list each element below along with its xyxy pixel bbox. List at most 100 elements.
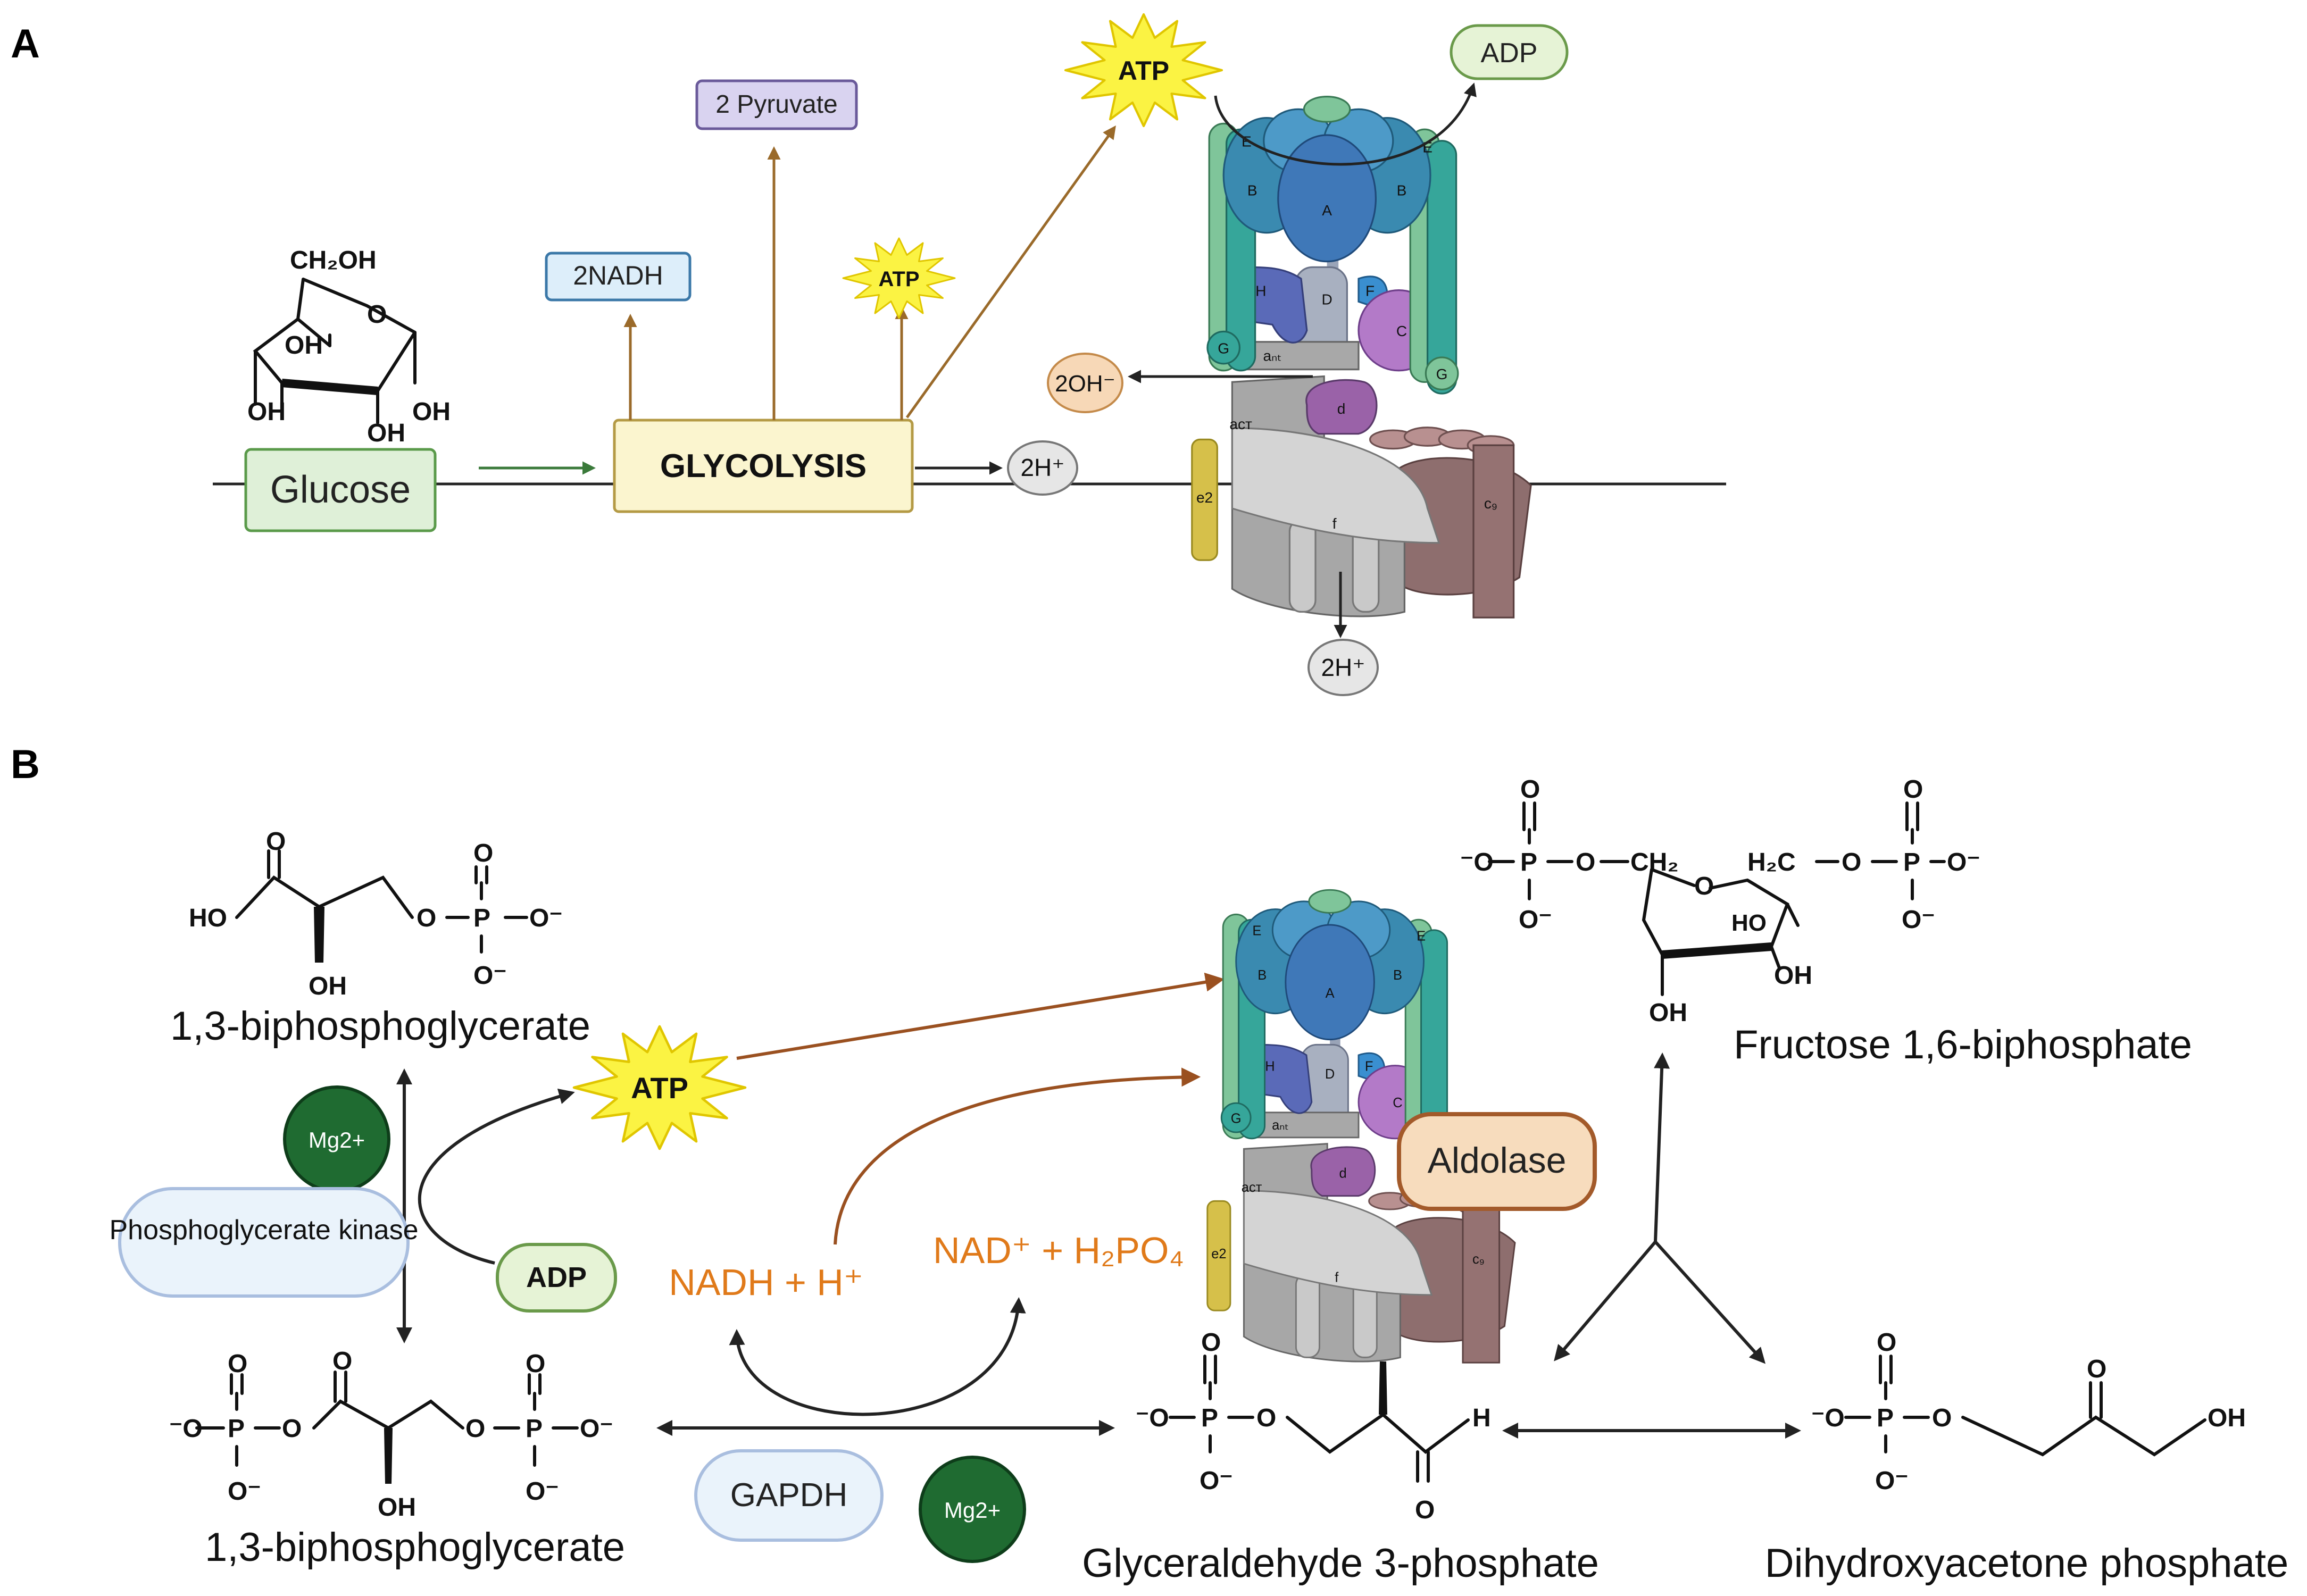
oh-ion-circle <box>1047 353 1123 413</box>
subunit-b-f-lower-label: f <box>1335 1270 1339 1285</box>
glucose-label: Glucose <box>270 469 411 511</box>
atp-to-atpase-arrow <box>736 972 1225 1060</box>
g3p-p: P <box>1201 1404 1218 1432</box>
f16bp-o-right-bottom: O⁻ <box>1902 906 1935 934</box>
subunit-h-label: H <box>1255 282 1266 299</box>
proton-left-circle <box>1007 440 1078 496</box>
glucose-oh-2: OH <box>247 398 286 426</box>
glucose-oh-4: OH <box>367 419 405 447</box>
dhap-o-minus-left: ⁻O <box>1811 1404 1845 1432</box>
nadh-to-atpase-arrow <box>834 1067 1201 1245</box>
glucose-box <box>244 448 437 532</box>
subunit-b-b-right-label: B <box>1393 968 1402 983</box>
f16bp-o-right-top: O <box>1903 775 1923 804</box>
bpg-bottom-o-ester-right: O <box>465 1415 485 1443</box>
dhap-p: P <box>1877 1404 1894 1432</box>
f16bp-oh-right: OH <box>1774 962 1812 990</box>
f16bp-ho: HO <box>1731 910 1767 936</box>
f16bp-p-left: P <box>1520 848 1537 876</box>
g3p-o-minus-left: ⁻O <box>1136 1404 1169 1432</box>
subunit-b-c-label: C <box>1393 1096 1402 1110</box>
bpg-bottom-p-right: P <box>526 1415 543 1443</box>
pgk-label: Phosphoglycerate kinase <box>109 1215 418 1246</box>
bpg-top-o-double: O <box>473 839 493 867</box>
aldolase-label: Aldolase <box>1428 1140 1567 1181</box>
glycolysis-label: GLYCOLYSIS <box>660 448 867 484</box>
bpg-bottom-o-left-top: O <box>228 1350 247 1378</box>
bpg-top-p: P <box>473 904 490 932</box>
subunit-b-d-upper-label: D <box>1325 1067 1335 1082</box>
glucose-ch2oh: CH₂OH <box>290 246 377 274</box>
bpg-top-o-minus-right: O⁻ <box>529 904 563 932</box>
f16bp-label: Fructose 1,6-biphosphate <box>1734 1022 2192 1067</box>
g3p-o-aldehyde: O <box>1415 1496 1435 1524</box>
f16bp-h2c: H₂C <box>1747 848 1796 876</box>
f16bp-p-right: P <box>1903 848 1920 876</box>
oh-ion-label: 2OH⁻ <box>1055 371 1115 397</box>
pgk-enzyme-pill <box>118 1187 410 1298</box>
nadh-h-label: NADH + H⁺ <box>669 1261 863 1303</box>
dhap-o-ester: O <box>1932 1404 1952 1432</box>
f16bp-oh-bottom: OH <box>1649 999 1687 1027</box>
glucose-structure: CH₂OH O OH OH OH OH <box>247 246 451 447</box>
subunit-c9-label: c₉ <box>1484 495 1497 512</box>
atp-small-label: ATP <box>878 268 919 291</box>
bpg-top-o-ester: O <box>417 904 436 932</box>
f16bp-ch2: CH₂ <box>1630 848 1679 876</box>
atp-top-label: ATP <box>1118 56 1169 86</box>
dhap-o-carbonyl: O <box>2087 1355 2106 1383</box>
subunit-b-left-label: B <box>1247 182 1257 198</box>
subunit-d-upper-label: D <box>1321 291 1332 308</box>
gapdh-cofactor-arrow <box>729 1297 1026 1416</box>
aldolase-enzyme-pill <box>1397 1112 1597 1211</box>
subunit-g-left-label: G <box>1218 340 1229 356</box>
dhap-label: Dihydroxyacetone phosphate <box>1765 1541 2288 1586</box>
glucose-ring-o: O <box>367 300 387 329</box>
subunit-a-label: A <box>1322 202 1332 219</box>
aldolase-to-dhap-arrow <box>1654 1240 1766 1364</box>
pyruvate-label: 2 Pyruvate <box>715 90 837 119</box>
aldolase-to-g3p-arrow <box>1554 1241 1657 1361</box>
bpg-top-oh: OH <box>309 972 347 1000</box>
bpg-bottom-label: 1,3-biphosphoglycerate <box>205 1525 625 1570</box>
gapdh-enzyme-pill <box>694 1449 884 1542</box>
bpg-bottom-o-minus-right: O⁻ <box>580 1415 613 1443</box>
g3p-o-bottom: O⁻ <box>1200 1467 1233 1495</box>
nad-hpo4-label: NAD⁺ + H₂PO₄ <box>933 1230 1184 1271</box>
proton-bottom-label: 2H⁺ <box>1321 654 1365 681</box>
bpg-bottom-p-left: P <box>228 1415 245 1443</box>
v-atpase-a: A B B D E E H F C G G aₙₜ aᴄᴛ d e2 f c₉ <box>1191 96 1532 619</box>
glycolysis-to-atp-top-arrow <box>905 125 1116 419</box>
subunit-b-act-label: aᴄᴛ <box>1242 1180 1262 1195</box>
mg-bottom-circle <box>919 1456 1026 1563</box>
g3p-label: Glyceraldehyde 3-phosphate <box>1082 1541 1599 1586</box>
dhap-o-top: O <box>1877 1328 1896 1357</box>
subunit-f-lower-label: f <box>1332 515 1337 532</box>
adp-to-atp-arrow <box>418 1089 575 1265</box>
mg-bottom-label: Mg2+ <box>944 1498 1001 1523</box>
atp-to-adp-arrow <box>1214 82 1477 166</box>
bpg-top-o-carbonyl: O <box>266 828 286 856</box>
dhap-structure: ⁻O P O O⁻ O O OH <box>1811 1328 2246 1495</box>
aldolase-to-f16bp-arrow <box>1654 1052 1670 1242</box>
adp-b-pill <box>496 1243 617 1313</box>
bpg-bottom-o-right-top: O <box>526 1350 545 1378</box>
subunit-b-g-left-label: G <box>1231 1111 1242 1126</box>
dhap-oh: OH <box>2208 1404 2246 1432</box>
bpg-bottom-o-minus-left: ⁻O <box>169 1415 203 1443</box>
subunit-ant-label: aₙₜ <box>1263 347 1281 364</box>
bpg-top-ho: HO <box>189 904 227 932</box>
pyruvate-box <box>695 79 858 130</box>
mg-top-label: Mg2+ <box>309 1127 365 1152</box>
proton-left-label: 2H⁺ <box>1020 454 1064 481</box>
proton-bottom-circle <box>1307 639 1379 696</box>
bpg-bottom-o-left-bottom: O⁻ <box>228 1477 261 1506</box>
bpg-top-structure: O HO OH O P O O⁻ O⁻ <box>189 828 563 1000</box>
subunit-d-lower-label: d <box>1337 400 1346 417</box>
bpg-top-label: 1,3-biphosphoglycerate <box>170 1004 590 1049</box>
nadh-label: 2NADH <box>573 261 663 290</box>
glucose-oh-3: OH <box>412 398 451 426</box>
bpg-bottom-o-carbonyl: O <box>332 1347 352 1375</box>
nadh-box <box>545 252 692 302</box>
g3p-o-ester: O <box>1256 1404 1276 1432</box>
